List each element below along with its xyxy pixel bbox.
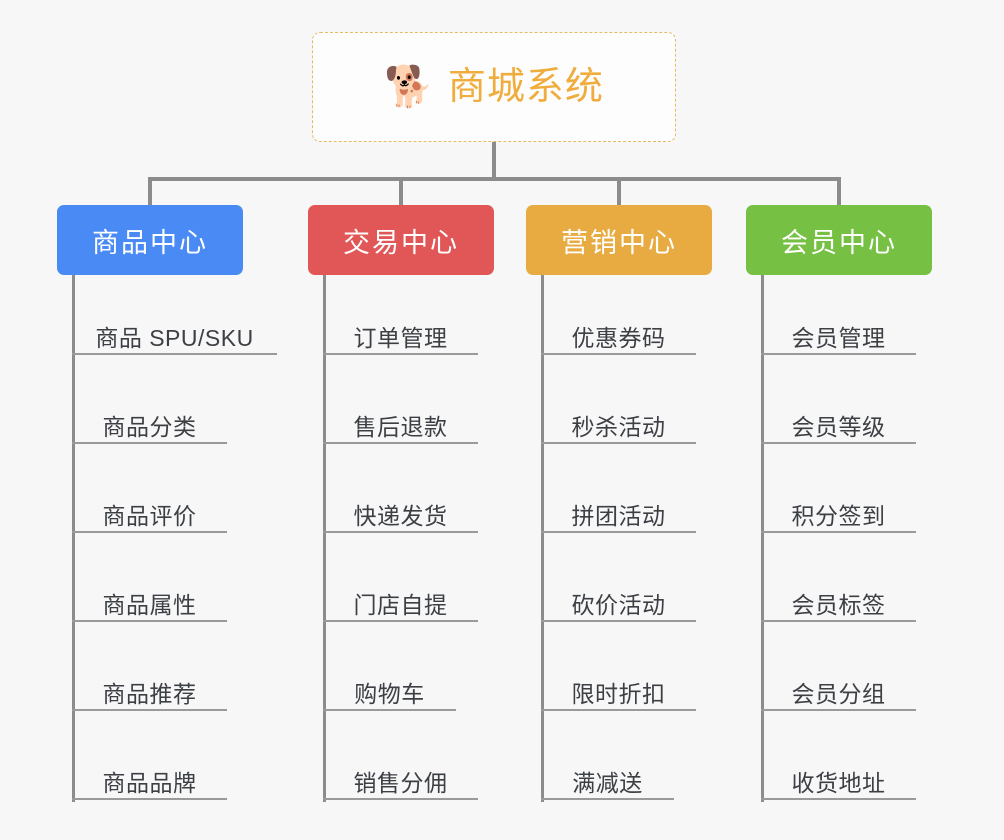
leaf-item-marketing-center-5[interactable]: 满减送 xyxy=(541,756,674,800)
leaf-item-label: 快递发货 xyxy=(353,502,448,529)
branch-box-member-center[interactable]: 会员中心 xyxy=(746,205,932,275)
leaf-item-marketing-center-2[interactable]: 拼团活动 xyxy=(541,489,696,533)
leaf-item-label: 商品评价 xyxy=(102,502,197,529)
connector-root-stem xyxy=(492,142,496,179)
leaf-item-label: 限时折扣 xyxy=(571,680,666,707)
leaf-item-member-center-3[interactable]: 会员标签 xyxy=(761,578,916,622)
leaf-trunk-member-center xyxy=(761,275,764,802)
leaf-item-label: 满减送 xyxy=(572,769,643,796)
leaf-item-label: 会员标签 xyxy=(791,591,886,618)
branch-box-product-center[interactable]: 商品中心 xyxy=(57,205,243,275)
leaf-item-product-center-3[interactable]: 商品属性 xyxy=(72,578,227,622)
leaf-item-member-center-4[interactable]: 会员分组 xyxy=(761,667,916,711)
leaf-column-marketing-center: 优惠券码秒杀活动拼团活动砍价活动限时折扣满减送 xyxy=(541,275,801,802)
connector-horizontal-bus xyxy=(148,177,841,181)
leaf-trunk-product-center xyxy=(72,275,75,802)
leaf-item-trade-center-3[interactable]: 门店自提 xyxy=(323,578,478,622)
leaf-item-label: 会员分组 xyxy=(791,680,886,707)
connector-drop-marketing-center xyxy=(617,177,621,205)
branch-box-label: 营销中心 xyxy=(561,227,677,258)
leaf-item-label: 售后退款 xyxy=(353,413,448,440)
leaf-item-product-center-0[interactable]: 商品 SPU/SKU xyxy=(72,311,277,355)
leaf-item-label: 商品属性 xyxy=(102,591,197,618)
leaf-item-trade-center-5[interactable]: 销售分佣 xyxy=(323,756,478,800)
leaf-item-label: 收货地址 xyxy=(791,769,886,796)
shiba-dog-icon: 🐕 xyxy=(384,65,434,109)
root-node-title: 商城系统 xyxy=(447,66,604,108)
leaf-column-trade-center: 订单管理售后退款快递发货门店自提购物车销售分佣 xyxy=(323,275,583,802)
branch-box-label: 商品中心 xyxy=(92,227,208,258)
leaf-item-product-center-4[interactable]: 商品推荐 xyxy=(72,667,227,711)
leaf-item-member-center-2[interactable]: 积分签到 xyxy=(761,489,916,533)
branch-box-marketing-center[interactable]: 营销中心 xyxy=(526,205,712,275)
leaf-item-label: 购物车 xyxy=(354,680,425,707)
branch-box-trade-center[interactable]: 交易中心 xyxy=(308,205,494,275)
leaf-item-product-center-1[interactable]: 商品分类 xyxy=(72,400,227,444)
leaf-item-label: 秒杀活动 xyxy=(571,413,666,440)
leaf-item-label: 积分签到 xyxy=(791,502,886,529)
leaf-item-label: 订单管理 xyxy=(353,324,448,351)
leaf-item-label: 会员等级 xyxy=(791,413,886,440)
leaf-item-member-center-0[interactable]: 会员管理 xyxy=(761,311,916,355)
leaf-item-label: 拼团活动 xyxy=(571,502,666,529)
leaf-column-product-center: 商品 SPU/SKU 商品分类商品评价商品属性商品推荐商品品牌 xyxy=(72,275,332,802)
leaf-item-label: 商品品牌 xyxy=(102,769,197,796)
leaf-item-trade-center-2[interactable]: 快递发货 xyxy=(323,489,478,533)
connector-drop-trade-center xyxy=(399,177,403,205)
leaf-item-product-center-2[interactable]: 商品评价 xyxy=(72,489,227,533)
leaf-item-label: 门店自提 xyxy=(353,591,448,618)
leaf-item-label: 商品 SPU/SKU xyxy=(95,324,254,351)
leaf-item-label: 优惠券码 xyxy=(571,324,666,351)
leaf-item-label: 会员管理 xyxy=(791,324,886,351)
leaf-item-marketing-center-1[interactable]: 秒杀活动 xyxy=(541,400,696,444)
root-node-商城系统[interactable]: 🐕 商城系统 xyxy=(312,32,676,142)
leaf-item-marketing-center-0[interactable]: 优惠券码 xyxy=(541,311,696,355)
leaf-item-marketing-center-4[interactable]: 限时折扣 xyxy=(541,667,696,711)
leaf-item-product-center-5[interactable]: 商品品牌 xyxy=(72,756,227,800)
leaf-item-trade-center-1[interactable]: 售后退款 xyxy=(323,400,478,444)
leaf-item-label: 砍价活动 xyxy=(571,591,666,618)
leaf-trunk-trade-center xyxy=(323,275,326,802)
leaf-item-trade-center-0[interactable]: 订单管理 xyxy=(323,311,478,355)
leaf-item-label: 销售分佣 xyxy=(353,769,448,796)
leaf-item-label: 商品推荐 xyxy=(102,680,197,707)
leaf-item-member-center-1[interactable]: 会员等级 xyxy=(761,400,916,444)
leaf-item-member-center-5[interactable]: 收货地址 xyxy=(761,756,916,800)
leaf-column-member-center: 会员管理会员等级积分签到会员标签会员分组收货地址 xyxy=(761,275,1004,802)
leaf-item-label: 商品分类 xyxy=(102,413,197,440)
leaf-item-trade-center-4[interactable]: 购物车 xyxy=(323,667,456,711)
connector-drop-member-center xyxy=(837,177,841,205)
branch-box-label: 会员中心 xyxy=(781,227,897,258)
leaf-trunk-marketing-center xyxy=(541,275,544,802)
leaf-item-marketing-center-3[interactable]: 砍价活动 xyxy=(541,578,696,622)
branch-box-label: 交易中心 xyxy=(343,227,459,258)
connector-drop-product-center xyxy=(148,177,152,205)
